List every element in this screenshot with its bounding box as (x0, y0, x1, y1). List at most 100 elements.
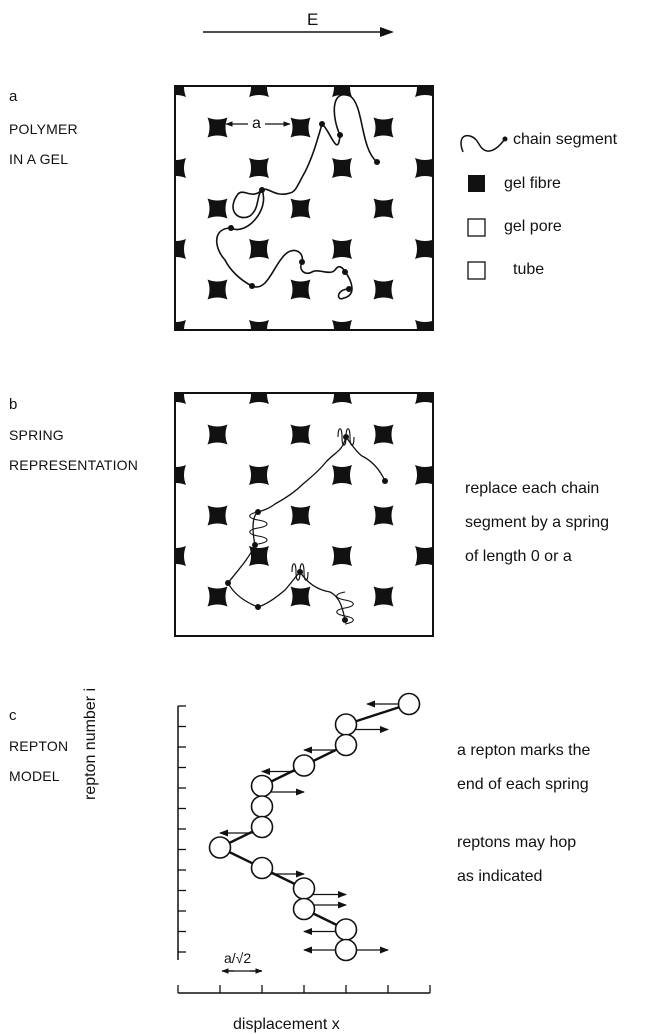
gel-fibre (290, 279, 311, 300)
panel-c-letter: c (9, 707, 17, 724)
chain-bead (228, 225, 234, 231)
repton (250, 795, 274, 818)
gel-fibre (290, 586, 311, 607)
repton-circles (208, 692, 421, 962)
repton (250, 856, 274, 880)
gel-fibre (290, 198, 311, 219)
chain-bead (319, 121, 325, 127)
x-axis-label: displacement x (233, 1016, 340, 1033)
gel-box-border (174, 85, 434, 331)
chain-bead (337, 132, 343, 138)
repton (334, 733, 358, 757)
panel-a-title-line-2: IN A GEL (9, 151, 69, 167)
clip-mask (161, 330, 447, 344)
spring-bead (297, 569, 303, 575)
gel-fibre (373, 279, 394, 300)
repton-axes (177, 705, 431, 994)
panel-b-title-line-1: SPRING (9, 427, 64, 443)
panel-b-note-line-2: segment by a spring (465, 514, 610, 531)
gel-fibre (373, 424, 394, 445)
legend-chain-segment-label: chain segment (513, 131, 618, 148)
tube-icon (467, 261, 486, 280)
chain-bead (299, 259, 305, 265)
gel-fibre (207, 424, 228, 445)
gel-fibre (332, 158, 352, 178)
gel-pore-icon (467, 218, 486, 237)
gel-fibre (290, 505, 311, 526)
legend-gel-fibre-label: gel fibre (504, 175, 561, 192)
gel-fibre (207, 117, 228, 138)
gel-fibre-icon (468, 175, 485, 192)
spring-bead (225, 580, 231, 586)
gel-fibre (207, 279, 228, 300)
panel-a-letter: a (9, 88, 18, 105)
chain-bead (259, 187, 265, 193)
gel-fibre (373, 117, 394, 138)
panel-b-letter: b (9, 396, 18, 413)
panel-c-title-line-2: MODEL (9, 768, 60, 784)
legend-gel-pore-label: gel pore (504, 218, 562, 235)
gel-fibres-a (166, 77, 435, 340)
panel-b-note-line-1: replace each chain (465, 480, 600, 497)
gel-fibre (332, 546, 352, 566)
gel-fibre (332, 239, 352, 259)
gel-fibre (249, 465, 269, 485)
repton (292, 754, 316, 777)
clip-mask (161, 72, 447, 86)
spring-coil-left (249, 511, 268, 545)
gel-fibre (249, 158, 269, 178)
spring-beads (225, 434, 388, 623)
panel-c-note1-line-1: a repton marks the (457, 742, 591, 759)
gel-fibre (373, 505, 394, 526)
gel-fibre (207, 586, 228, 607)
clip-mask (161, 86, 175, 330)
gel-fibre (207, 198, 228, 219)
clip-mask (161, 379, 447, 393)
panel-c-note1-line-2: end of each spring (457, 776, 589, 793)
spring-bead (255, 604, 261, 610)
chain-segment-end-icon (502, 136, 508, 142)
repton (292, 897, 316, 921)
clip-mask (433, 86, 447, 330)
repton (208, 836, 232, 859)
clip-mask (161, 636, 447, 650)
spring-coil-right (336, 591, 354, 625)
chain-bead (346, 286, 352, 292)
chain-beads (228, 121, 380, 292)
gel-fibre (290, 424, 311, 445)
gel-fibre (290, 117, 311, 138)
scale-label: a/√2 (224, 950, 252, 966)
spring-bead (343, 434, 349, 440)
repton (397, 692, 421, 716)
chain-segment-icon (460, 134, 506, 153)
repton (250, 815, 274, 839)
field-label: E (307, 10, 319, 29)
spring-bead (342, 617, 348, 623)
chain-bead (374, 159, 380, 165)
panel-a-title-line-1: POLYMER (9, 121, 78, 137)
spring-bead (255, 509, 261, 515)
clip-mask (161, 393, 175, 636)
gel-fibre (249, 546, 269, 566)
gel-fibre (373, 586, 394, 607)
spacing-label: a (252, 115, 261, 132)
panel-b-title-line-2: REPRESENTATION (9, 457, 139, 473)
gel-box-border (174, 392, 434, 637)
field-arrow (203, 27, 394, 37)
gel-fibre (249, 239, 269, 259)
gel-fibre (207, 505, 228, 526)
repton (250, 774, 274, 798)
legend-tube-label: tube (513, 261, 545, 278)
gel-fibre (373, 198, 394, 219)
gel-fibre (332, 465, 352, 485)
spring-bead (382, 478, 388, 484)
spring-bead (252, 542, 258, 548)
repton (334, 713, 358, 736)
panel-b-note-line-3: of length 0 or a (465, 548, 572, 565)
repton-hop-arrows (219, 700, 403, 954)
repton (292, 877, 316, 900)
repton (334, 918, 358, 941)
panel-c-title-line-1: REPTON (9, 738, 69, 754)
chain-bead (342, 269, 348, 275)
